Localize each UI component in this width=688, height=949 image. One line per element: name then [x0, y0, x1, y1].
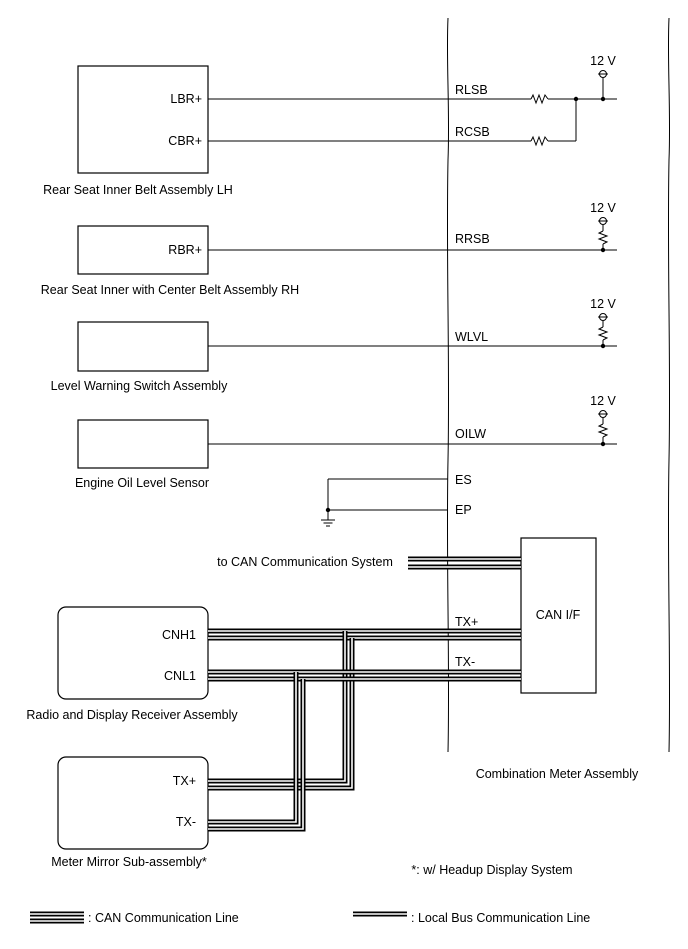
- oil-sensor-box: [77, 419, 209, 469]
- cbr-pin-label: CBR+: [168, 134, 202, 148]
- can-communication-line: [408, 556, 521, 570]
- wlvl-terminal: WLVL: [455, 330, 488, 344]
- rrsb-terminal: RRSB: [455, 232, 490, 246]
- local-bus-line-high: [208, 628, 521, 791]
- meter-mirror-label: Meter Mirror Sub-assembly*: [51, 855, 207, 869]
- txp-terminal: TX+: [455, 615, 478, 629]
- mirror-txm-pin-label: TX-: [176, 815, 196, 829]
- rear-seat-rh-label: Rear Seat Inner with Center Belt Assembl…: [41, 283, 299, 297]
- rear-seat-rh-box: [77, 225, 209, 275]
- oilw-terminal: OILW: [455, 427, 486, 441]
- rcsb-terminal: RCSB: [455, 125, 490, 139]
- ep-terminal: EP: [455, 503, 472, 517]
- wlvl-resistor: [597, 326, 609, 341]
- voltage-label-1: 12 V: [590, 54, 616, 68]
- cnh1-pin-label: CNH1: [162, 628, 196, 642]
- rear-seat-lh-box: [77, 65, 209, 174]
- voltage-label-3: 12 V: [590, 297, 616, 311]
- cnl1-pin-label: CNL1: [164, 669, 196, 683]
- lbr-pin-label: LBR+: [170, 92, 202, 106]
- level-warning-box: [77, 321, 209, 372]
- radio-box: [57, 606, 209, 700]
- local-bus-line-low: [208, 669, 521, 832]
- footnote: *: w/ Headup Display System: [411, 863, 572, 877]
- es-terminal: ES: [455, 473, 472, 487]
- oilw-resistor: [597, 423, 609, 438]
- rlsb-terminal: RLSB: [455, 83, 488, 97]
- voltage-label-2: 12 V: [590, 201, 616, 215]
- rbr-pin-label: RBR+: [168, 243, 202, 257]
- legend-local-bus-label: : Local Bus Communication Line: [411, 911, 590, 925]
- legend-can-line-symbol: [30, 911, 84, 924]
- combination-meter-outline: [446, 17, 671, 753]
- level-warning-label: Level Warning Switch Assembly: [51, 379, 228, 393]
- rcsb-resistor: [530, 135, 549, 147]
- legend-can-line-label: : CAN Communication Line: [88, 911, 239, 925]
- can-system-label: to CAN Communication System: [217, 555, 393, 569]
- rear-seat-lh-label: Rear Seat Inner Belt Assembly LH: [43, 183, 233, 197]
- mirror-txp-pin-label: TX+: [173, 774, 196, 788]
- txm-terminal: TX-: [455, 655, 475, 669]
- ground-icon: [321, 519, 335, 527]
- rrsb-resistor: [597, 230, 609, 245]
- voltage-label-4: 12 V: [590, 394, 616, 408]
- can-if-label: CAN I/F: [536, 608, 581, 622]
- rlsb-resistor: [530, 93, 549, 105]
- can-if-box: [520, 537, 597, 694]
- combination-meter-label: Combination Meter Assembly: [476, 767, 639, 781]
- radio-label: Radio and Display Receiver Assembly: [26, 708, 238, 722]
- oil-sensor-label: Engine Oil Level Sensor: [75, 476, 209, 490]
- meter-mirror-box: [57, 756, 209, 850]
